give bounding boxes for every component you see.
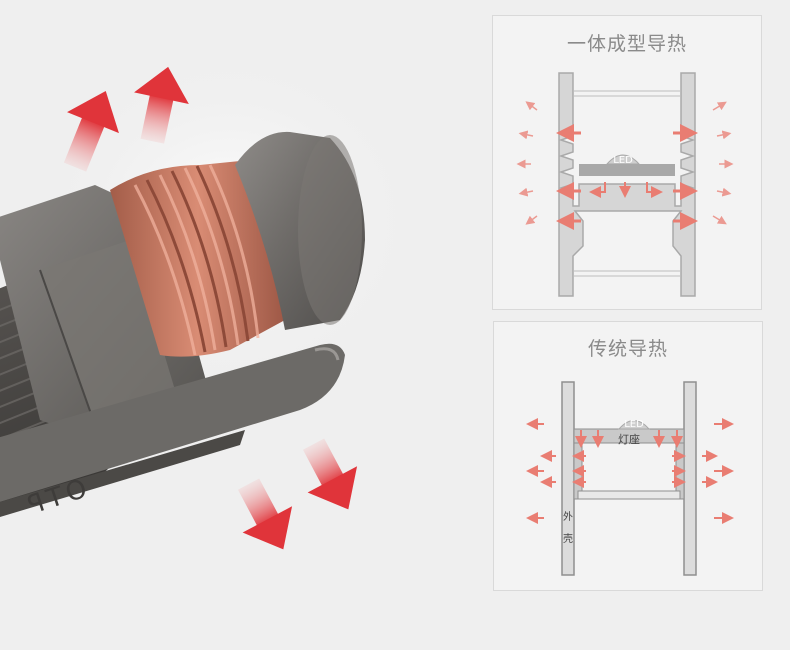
led-label: LED (613, 155, 633, 166)
heat-up-arrow-left (63, 91, 119, 172)
heat-up-arrow-right (134, 66, 189, 144)
traditional-heat-panel: 传统导热 LED 灯座 外 壳 (493, 321, 763, 591)
outward-heat-arrows (526, 418, 734, 524)
led-down-arrows (575, 430, 683, 448)
heat-down-arrow-right (302, 438, 358, 510)
internal-heat-arrows (556, 124, 698, 230)
led-dome (605, 154, 641, 165)
one-piece-housing (558, 72, 696, 297)
copper-cooling-fins (110, 160, 285, 357)
shell-label-bottom: 壳 (563, 532, 573, 545)
shell-left-wall (561, 381, 575, 576)
traditional-diagram: LED 灯座 外 壳 (526, 381, 734, 576)
flashlight-photo: OTP (0, 50, 420, 550)
shell-right-wall (683, 381, 697, 576)
led-label: LED (624, 419, 644, 430)
integrated-heat-panel: 一体成型导热 LED (492, 15, 762, 310)
external-heat-arrows (516, 101, 734, 225)
flashlight-head (235, 131, 365, 330)
pocket-clip: OTP (0, 343, 345, 522)
integrated-diagram: LED (516, 72, 734, 297)
panel-title: 传统导热 (587, 338, 668, 360)
seat-label: 灯座 (618, 432, 640, 446)
led-seat (579, 164, 675, 176)
led-dome (617, 420, 651, 430)
panel-title: 一体成型导热 (566, 33, 687, 55)
heat-down-arrow-left (237, 478, 293, 550)
shell-label-top: 外 (563, 511, 573, 523)
